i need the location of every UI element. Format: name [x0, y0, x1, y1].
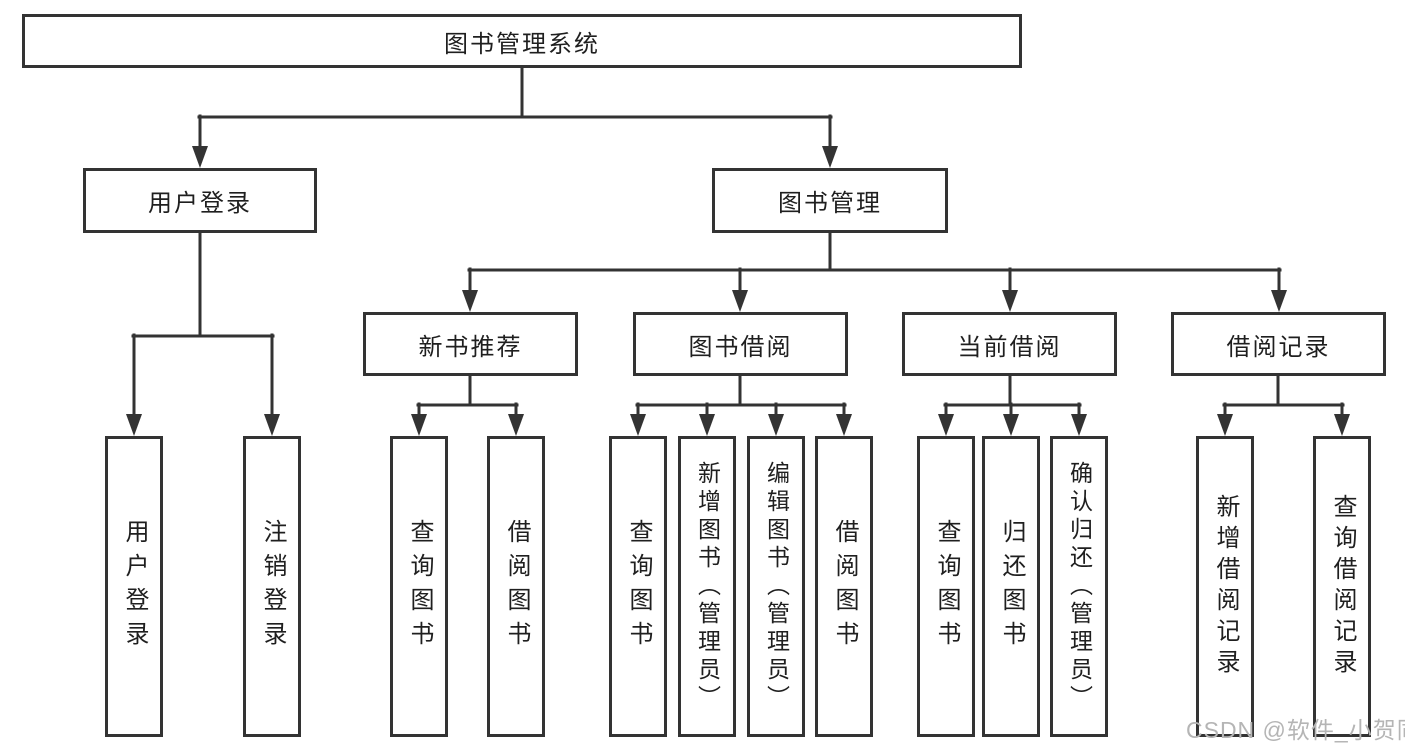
edge-current-to-leaves: [943, 374, 1082, 418]
node-label: 注销登录: [259, 518, 286, 655]
arrowhead: [462, 290, 478, 312]
edge-records-to-leaves: [1222, 374, 1345, 418]
node-label: 查询借阅记录: [1329, 493, 1356, 680]
arrowhead: [508, 414, 524, 436]
arrowhead: [938, 414, 954, 436]
node-label: 新书推荐: [418, 333, 523, 361]
node-leaf-confirm-return-admin: 确认归还（管理员）: [1050, 436, 1108, 737]
arrowheads: [126, 146, 1350, 436]
node-label: 查询图书: [625, 518, 652, 655]
edge-mgmt-to-level3: [467, 231, 1282, 294]
edge-rec-to-leaves: [416, 374, 519, 418]
node-leaf-edit-books-admin: 编辑图书（管理员）: [747, 436, 805, 737]
arrowhead: [1003, 414, 1019, 436]
node-user-login: 用户登录: [83, 168, 317, 233]
node-leaf-query-books-borrow: 查询图书: [609, 436, 667, 737]
watermark: CSDN @软件_小贺同学: [1186, 717, 1405, 743]
node-label: 编辑图书（管理员）: [763, 460, 790, 713]
node-label: 图书管理: [778, 190, 882, 217]
node-leaf-user-login: 用户登录: [105, 436, 163, 737]
node-label: 新增图书（管理员）: [694, 460, 721, 713]
arrowhead: [1217, 414, 1233, 436]
node-current-borrow: 当前借阅: [902, 312, 1117, 376]
arrowhead: [264, 414, 280, 436]
node-book-management: 图书管理: [712, 168, 948, 233]
node-label: 当前借阅: [957, 333, 1062, 361]
node-label: 借阅记录: [1226, 333, 1331, 361]
node-leaf-add-books-admin: 新增图书（管理员）: [678, 436, 736, 737]
arrowhead: [1071, 414, 1087, 436]
edge-borrow-to-leaves: [635, 374, 847, 418]
node-leaf-query-books-current: 查询图书: [917, 436, 975, 737]
node-book-borrow: 图书借阅: [633, 312, 848, 376]
node-label: 图书借阅: [688, 333, 793, 361]
node-label: 用户登录: [121, 518, 148, 655]
node-leaf-borrow-books: 借阅图书: [815, 436, 873, 737]
node-label: 查询图书: [933, 518, 960, 655]
node-label: 用户登录: [148, 190, 252, 217]
arrowhead: [822, 146, 838, 168]
arrowhead: [836, 414, 852, 436]
arrowhead: [192, 146, 208, 168]
node-new-book-recommend: 新书推荐: [363, 312, 578, 376]
arrowhead: [126, 414, 142, 436]
node-leaf-query-books-recommend: 查询图书: [390, 436, 448, 737]
node-leaf-query-borrow-record: 查询借阅记录: [1313, 436, 1371, 737]
node-leaf-return-books: 归还图书: [982, 436, 1040, 737]
arrowhead: [1334, 414, 1350, 436]
arrowhead: [699, 414, 715, 436]
arrowhead: [1002, 290, 1018, 312]
node-label: 查询图书: [406, 518, 433, 655]
edge-login-to-leaves: [131, 231, 275, 418]
node-label: 确认归还（管理员）: [1066, 460, 1093, 713]
arrowhead: [732, 290, 748, 312]
node-label: 图书管理系统: [444, 30, 600, 58]
node-leaf-add-borrow-record: 新增借阅记录: [1196, 436, 1254, 737]
node-leaf-borrow-books-recommend: 借阅图书: [487, 436, 545, 737]
node-borrow-records: 借阅记录: [1171, 312, 1386, 376]
node-label: 新增借阅记录: [1212, 493, 1239, 680]
edge-root-to-level2: [197, 66, 833, 150]
arrowhead: [630, 414, 646, 436]
node-leaf-logout: 注销登录: [243, 436, 301, 737]
arrowhead: [1271, 290, 1287, 312]
node-label: 借阅图书: [503, 518, 530, 655]
node-label: 借阅图书: [831, 518, 858, 655]
node-label: 归还图书: [998, 518, 1025, 655]
arrowhead: [411, 414, 427, 436]
node-library-management-system: 图书管理系统: [22, 14, 1022, 68]
arrowhead: [768, 414, 784, 436]
